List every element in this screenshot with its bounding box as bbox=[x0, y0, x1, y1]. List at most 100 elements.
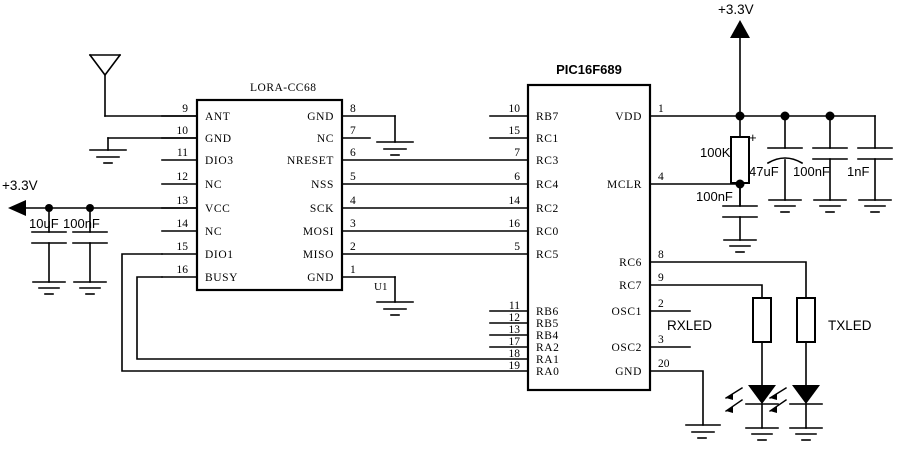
lora-right-label-1: NC bbox=[317, 133, 334, 145]
cap-47uF-polarity: + bbox=[749, 130, 757, 145]
ground-icon-lora1 bbox=[376, 301, 414, 316]
pic-left-num-5: 16 bbox=[509, 218, 521, 230]
lora-right-label-0: GND bbox=[307, 111, 334, 123]
lora-chip-title: LORA-CC68 bbox=[250, 82, 316, 94]
lora-right-label-6: MISO bbox=[303, 249, 334, 261]
pic-right-num-1: 4 bbox=[658, 171, 664, 183]
txled-diode-icon bbox=[769, 385, 823, 429]
pic-left-num-12: 19 bbox=[509, 360, 521, 372]
left-power-arrow-icon bbox=[8, 200, 26, 216]
lora-left-label-2: DIO3 bbox=[205, 155, 234, 167]
lora-left-label-3: NC bbox=[205, 179, 222, 191]
pic-left-label-10: RA2 bbox=[536, 342, 560, 354]
cap-100nF-vdd-symbol bbox=[812, 115, 848, 201]
lora-left-num-5: 14 bbox=[177, 218, 189, 230]
ground-icon-1nF bbox=[858, 199, 892, 213]
lora-left-label-4: VCC bbox=[205, 203, 230, 215]
lora-left-label-1: GND bbox=[205, 133, 232, 145]
lora-right-label-3: NSS bbox=[311, 179, 334, 191]
pic-left-num-7: 11 bbox=[509, 300, 520, 312]
rxled-label: RXLED bbox=[667, 318, 712, 333]
pic-right-num-5: 3 bbox=[658, 334, 664, 346]
lora-left-num-1: 10 bbox=[177, 125, 189, 137]
pic-left-label-4: RC2 bbox=[536, 203, 559, 215]
pic-left-num-2: 7 bbox=[514, 147, 520, 159]
lora-right-num-5: 3 bbox=[350, 218, 356, 230]
wire-dio1-to-ra0 bbox=[121, 253, 529, 372]
ground-icon-pic20 bbox=[685, 424, 721, 439]
pic-right-num-2: 8 bbox=[658, 249, 664, 261]
pic-left-label-8: RB5 bbox=[536, 318, 559, 330]
rxled-diode-icon bbox=[725, 385, 779, 429]
pic-left-label-9: RB4 bbox=[536, 330, 559, 342]
ground-icon-100nF-left bbox=[73, 281, 107, 295]
antenna-icon bbox=[88, 53, 122, 117]
lora-left-num-3: 12 bbox=[177, 171, 189, 183]
lora-left-label-7: BUSY bbox=[205, 272, 238, 284]
pic-chip-body bbox=[526, 83, 652, 392]
ground-icon-lora8 bbox=[376, 141, 414, 156]
pic-right-label-0: VDD bbox=[615, 111, 642, 123]
pic-right-num-3: 9 bbox=[658, 272, 664, 284]
right-rail-label: +3.3V bbox=[718, 2, 754, 17]
lora-left-num-2: 11 bbox=[177, 147, 188, 159]
lora-left-num-7: 16 bbox=[177, 264, 189, 276]
pic-left-label-11: RA1 bbox=[536, 354, 560, 366]
pic-left-label-6: RC5 bbox=[536, 249, 559, 261]
wire-busy-to-ra1 bbox=[136, 276, 529, 360]
pic-left-num-6: 5 bbox=[514, 241, 520, 253]
pic-left-num-0: 10 bbox=[509, 103, 521, 115]
cap-100nF-mclr-value: 100nF bbox=[696, 189, 733, 204]
pic-left-label-12: RA0 bbox=[536, 366, 560, 378]
pic-left-label-0: RB7 bbox=[536, 111, 559, 123]
lora-right-label-7: GND bbox=[307, 272, 334, 284]
lora-right-num-4: 4 bbox=[350, 195, 356, 207]
lora-right-num-7: 1 bbox=[350, 264, 356, 276]
cap-10uF-value: 10uF bbox=[29, 216, 59, 231]
pic-left-num-3: 6 bbox=[514, 171, 520, 183]
pic-left-label-7: RB6 bbox=[536, 306, 559, 318]
lora-right-num-0: 8 bbox=[350, 103, 356, 115]
cap-47uF-symbol bbox=[766, 115, 804, 201]
pic-right-label-3: RC7 bbox=[619, 280, 642, 292]
cap-100nF-left-symbol bbox=[72, 207, 108, 283]
cap-100nF-vdd-value: 100nF bbox=[793, 164, 830, 179]
pic-right-label-6: GND bbox=[615, 366, 642, 378]
lora-chip-body bbox=[195, 98, 344, 292]
pic-left-label-1: RC1 bbox=[536, 133, 559, 145]
pic-left-label-2: RC3 bbox=[536, 155, 559, 167]
pic-left-num-9: 13 bbox=[509, 324, 521, 336]
pic-left-label-5: RC0 bbox=[536, 226, 559, 238]
lora-right-num-3: 5 bbox=[350, 171, 356, 183]
right-power-arrow-icon bbox=[730, 20, 750, 38]
pic-right-num-0: 1 bbox=[658, 103, 664, 115]
pic-left-num-1: 15 bbox=[509, 125, 521, 137]
pic-right-label-5: OSC2 bbox=[611, 342, 642, 354]
ground-icon-10uF bbox=[32, 281, 66, 295]
txled-label: TXLED bbox=[828, 318, 872, 333]
pic-left-num-4: 14 bbox=[509, 195, 521, 207]
lora-refdes: U1 bbox=[374, 281, 387, 293]
cap-1nF-symbol bbox=[857, 115, 893, 201]
resistor-100K-value: 100K bbox=[700, 145, 731, 160]
lora-left-label-5: NC bbox=[205, 226, 222, 238]
lora-right-label-4: SCK bbox=[310, 203, 334, 215]
lora-right-label-5: MOSI bbox=[303, 226, 334, 238]
rxled-resistor-symbol bbox=[752, 297, 772, 386]
wire-rc6-to-txled bbox=[649, 261, 807, 299]
pic-right-num-4: 2 bbox=[658, 298, 664, 310]
pic-right-label-4: OSC1 bbox=[611, 306, 642, 318]
lora-left-label-0: ANT bbox=[205, 111, 230, 123]
lora-left-num-4: 13 bbox=[177, 195, 189, 207]
cap-100nF-left-value: 100nF bbox=[63, 216, 100, 231]
cap-1nF-value: 1nF bbox=[847, 164, 869, 179]
wire-pic-gnd20 bbox=[649, 370, 704, 426]
wire-rc7-to-rxled bbox=[649, 284, 763, 299]
ground-icon-lora10 bbox=[89, 149, 127, 164]
pic-chip-title: PIC16F689 bbox=[556, 62, 622, 77]
ground-icon-100nF-vdd bbox=[813, 199, 847, 213]
lora-right-num-1: 7 bbox=[350, 125, 356, 137]
cap-10uF-symbol bbox=[31, 207, 67, 283]
